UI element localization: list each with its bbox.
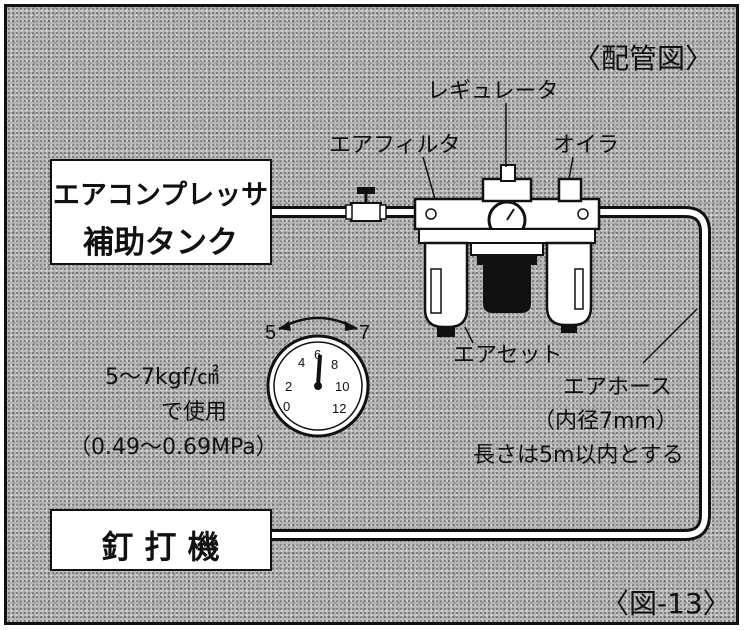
air-set-unit [413, 164, 601, 337]
gauge-tick-2: 2 [285, 379, 292, 394]
gauge-tick-12: 12 [332, 401, 346, 416]
diagram-frame: 5 7 0 2 4 6 8 10 12 〈配管図〉 〈図-13〉 エアコンプレッ… [4, 4, 739, 625]
piping-diagram-graphic: 5 7 0 2 4 6 8 10 12 [265, 103, 711, 541]
air-filter-label: エアフィルタ [329, 133, 461, 158]
gauge-tick-10: 10 [335, 379, 349, 394]
gauge-tick-6: 6 [314, 347, 321, 362]
air-hose-label: エアホース [563, 375, 672, 400]
valve-icon [345, 187, 387, 222]
nailer-label: 釘 打 機 [101, 528, 220, 566]
hose-length-label: 長さは5m以内とする [473, 443, 684, 468]
air-set-label: エアセット [453, 343, 563, 368]
oiler-label: オイラ [553, 133, 620, 158]
regulator-label: レギュレータ [427, 79, 559, 104]
pressure-mpa-label: （0.49～0.69MPa） [69, 435, 278, 460]
diagram-title: 〈配管図〉 [573, 42, 714, 75]
pressure-value-label: 5～7kgf/㎠ [105, 365, 219, 390]
figure-number: 〈図-13〉 [601, 587, 731, 620]
pressure-gauge: 5 7 0 2 4 6 8 10 12 [265, 316, 370, 438]
gauge-tick-8: 8 [331, 357, 338, 372]
gauge-tick-4: 4 [298, 355, 305, 370]
compressor-tank-box: エアコンプレッサ 補助タンク [50, 159, 272, 265]
leader-lines [422, 103, 698, 364]
tank-label: 補助タンク [83, 225, 238, 261]
gauge-tick-0: 0 [283, 399, 290, 414]
gauge-range-end: 7 [359, 322, 370, 344]
pressure-use-label: で使用 [161, 400, 228, 425]
gauge-range-start: 5 [265, 322, 276, 344]
compressor-label: エアコンプレッサ [52, 180, 269, 211]
hose-diameter-label: （内径7mm） [533, 409, 678, 434]
nailer-box: 釘 打 機 [50, 509, 272, 571]
